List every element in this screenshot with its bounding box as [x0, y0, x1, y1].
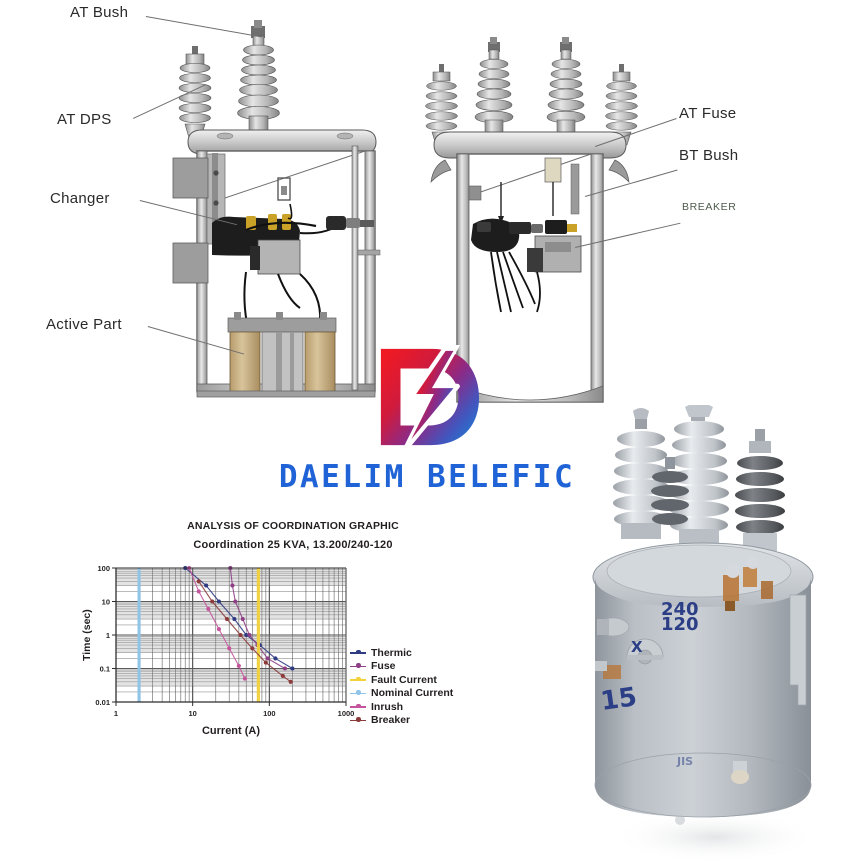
photo-marking-x: X — [631, 638, 643, 656]
label-changer: Changer — [50, 190, 110, 207]
legend-item-breaker: Breaker — [350, 714, 453, 728]
chart-axes — [112, 567, 347, 706]
bt-terminal-graphic — [326, 216, 374, 230]
legend-label: Fault Current — [371, 673, 437, 686]
svg-text:10: 10 — [102, 598, 110, 607]
brand-logo-block: DAELIM BELEFIC — [272, 345, 582, 510]
label-bt-bush: BT Bush — [679, 147, 739, 164]
svg-text:0.01: 0.01 — [95, 698, 110, 707]
chart-plot-area: 0.01 0.1 1 10 100 1 10 100 1000 Time (sec) Curre… — [78, 560, 508, 740]
transformer-photo: 240 120 X 15 JIS — [592, 405, 820, 863]
photo-side-fittings — [595, 617, 630, 679]
svg-text:100: 100 — [97, 564, 110, 573]
photo-lv-terminals — [723, 557, 773, 611]
internal-switchgear-graphic — [471, 218, 582, 273]
photo-drain-valve — [731, 761, 749, 784]
chart-svg: 0.01 0.1 1 10 100 1 10 100 1000 Time (sec) Curre… — [81, 564, 354, 737]
legend-label: Fuse — [371, 660, 396, 673]
tank-lid-round — [433, 131, 627, 159]
legend-item-nominal-current: Nominal Current — [350, 687, 453, 701]
svg-text:100: 100 — [263, 709, 276, 718]
legend-label: Nominal Current — [371, 687, 454, 700]
chart-gridlines — [115, 567, 347, 703]
photo-marking-15: 15 — [599, 682, 639, 717]
svg-text:0.1: 0.1 — [100, 665, 110, 674]
svg-text:1000: 1000 — [338, 709, 355, 718]
svg-text:10: 10 — [188, 709, 196, 718]
photo-bushing-back — [651, 457, 689, 525]
legend-item-fault-current: Fault Current — [350, 673, 453, 687]
svg-text:1: 1 — [106, 631, 110, 640]
chart-y-axis-label: Time (sec) — [81, 609, 93, 661]
legend-item-thermic: Thermic — [350, 646, 453, 660]
legend-marker-icon — [350, 662, 366, 671]
label-at-dps: AT DPS — [57, 111, 112, 128]
label-active-part: Active Part — [46, 316, 122, 333]
lightning-bolt-d-logo-icon — [380, 345, 479, 449]
legend-marker-icon — [350, 689, 366, 698]
chart-tick-labels: 0.01 0.1 1 10 100 1 10 100 1000 — [95, 564, 354, 718]
photo-bushing-center — [669, 405, 729, 547]
legend-marker-icon — [350, 675, 366, 684]
chart-series-group — [137, 565, 295, 702]
legend-marker-icon — [350, 648, 366, 657]
cad-drawing-round-tank — [425, 37, 638, 403]
legend-label: Inrush — [371, 700, 404, 713]
legend-item-fuse: Fuse — [350, 660, 453, 674]
legend-marker-icon — [350, 716, 366, 725]
at-bushing-graphic — [237, 20, 280, 133]
label-at-bush: AT Bush — [70, 4, 129, 21]
coordination-chart: ANALYSIS OF COORDINATION GRAPHIC Coordin… — [78, 520, 508, 750]
label-breaker: BREAKER — [682, 201, 737, 213]
photo-marking-120: 120 — [661, 614, 699, 635]
chart-x-axis-label: Current (A) — [202, 725, 260, 737]
hv-bushing-right-graphic — [546, 37, 586, 135]
chart-subtitle: Coordination 25 KVA, 13.200/240-120 — [193, 539, 393, 551]
legend-label: Breaker — [371, 714, 411, 727]
hv-bushing-left-graphic — [474, 37, 514, 135]
photo-marking-small: JIS — [676, 755, 693, 768]
legend-marker-icon — [350, 702, 366, 711]
photo-arrester-right — [735, 429, 785, 551]
photo-tap-changer-dial — [626, 638, 664, 665]
photo-marking-240: 240 — [661, 599, 699, 620]
legend-item-inrush: Inrush — [350, 700, 453, 714]
legend-label: Thermic — [371, 646, 412, 659]
cad-drawing-rectangular-tank — [172, 20, 381, 398]
label-at-fuse: AT Fuse — [679, 105, 737, 122]
chart-title: ANALYSIS OF COORDINATION GRAPHIC — [187, 520, 399, 532]
svg-text:1: 1 — [114, 709, 118, 718]
brand-wordmark: DAELIM BELEFIC — [278, 459, 576, 495]
